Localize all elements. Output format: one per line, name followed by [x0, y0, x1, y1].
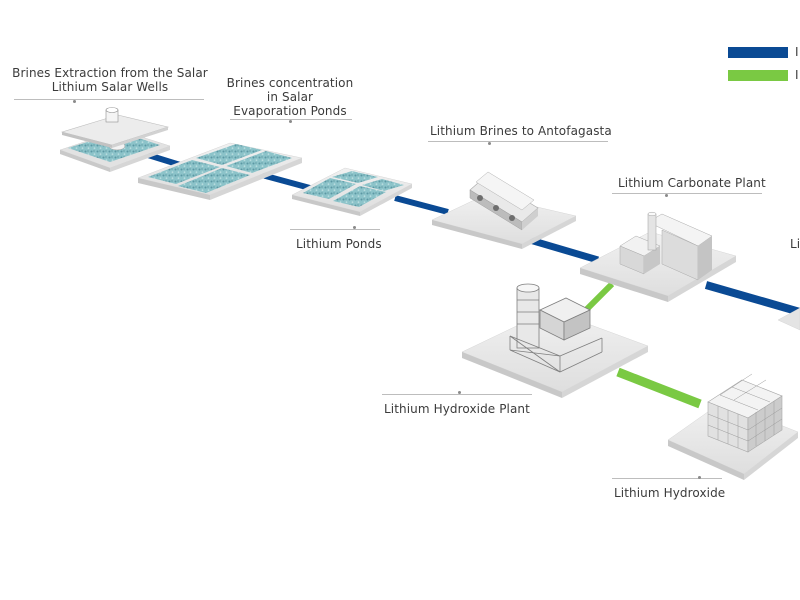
hydroxide-plant-platform [461, 309, 649, 398]
hydroxide-bags-stack [707, 373, 783, 453]
label-ponds-overline [290, 229, 380, 230]
legend-label-hydroxide: I [795, 68, 799, 82]
lithium-ponds-platform [291, 167, 413, 216]
wells-cover-slab [60, 107, 170, 148]
legend-swatch-brine [728, 47, 788, 58]
label-carbonate-underline [612, 193, 762, 194]
legend-label-brine: I [795, 45, 799, 59]
label-wells-underline [14, 99, 204, 100]
label-evaporation-marker [289, 120, 292, 123]
label-antofagasta-underline [428, 141, 608, 142]
next-node-platform [777, 307, 800, 331]
carbonate-plant-building [619, 211, 713, 281]
legend-swatch-hydroxide [728, 70, 788, 81]
label-next: Li [790, 237, 800, 251]
label-wells: Brines Extraction from the Salar Lithium… [12, 66, 208, 94]
label-hydroxide-overline [612, 478, 722, 479]
label-hydroxide-marker [698, 476, 701, 479]
label-evaporation-underline [230, 119, 352, 120]
antofagasta-transport-platform [431, 194, 577, 249]
label-hydroxide-plant-overline [382, 394, 532, 395]
evaporation-ponds-platform [137, 142, 303, 200]
label-antofagasta: Lithium Brines to Antofagasta [430, 124, 612, 138]
label-antofagasta-marker [488, 142, 491, 145]
label-hydroxide-plant-marker [458, 391, 461, 394]
hydroxide-plant-structure [509, 283, 603, 373]
label-ponds-marker [353, 226, 356, 229]
label-ponds: Lithium Ponds [296, 237, 382, 251]
tanker-truck [469, 171, 539, 231]
label-carbonate-marker [665, 194, 668, 197]
label-hydroxide-plant: Lithium Hydroxide Plant [384, 402, 530, 416]
label-wells-marker [73, 100, 76, 103]
label-evaporation: Brines concentration in Salar Evaporatio… [226, 76, 354, 118]
label-hydroxide: Lithium Hydroxide [614, 486, 726, 500]
label-carbonate: Lithium Carbonate Plant [618, 176, 766, 190]
